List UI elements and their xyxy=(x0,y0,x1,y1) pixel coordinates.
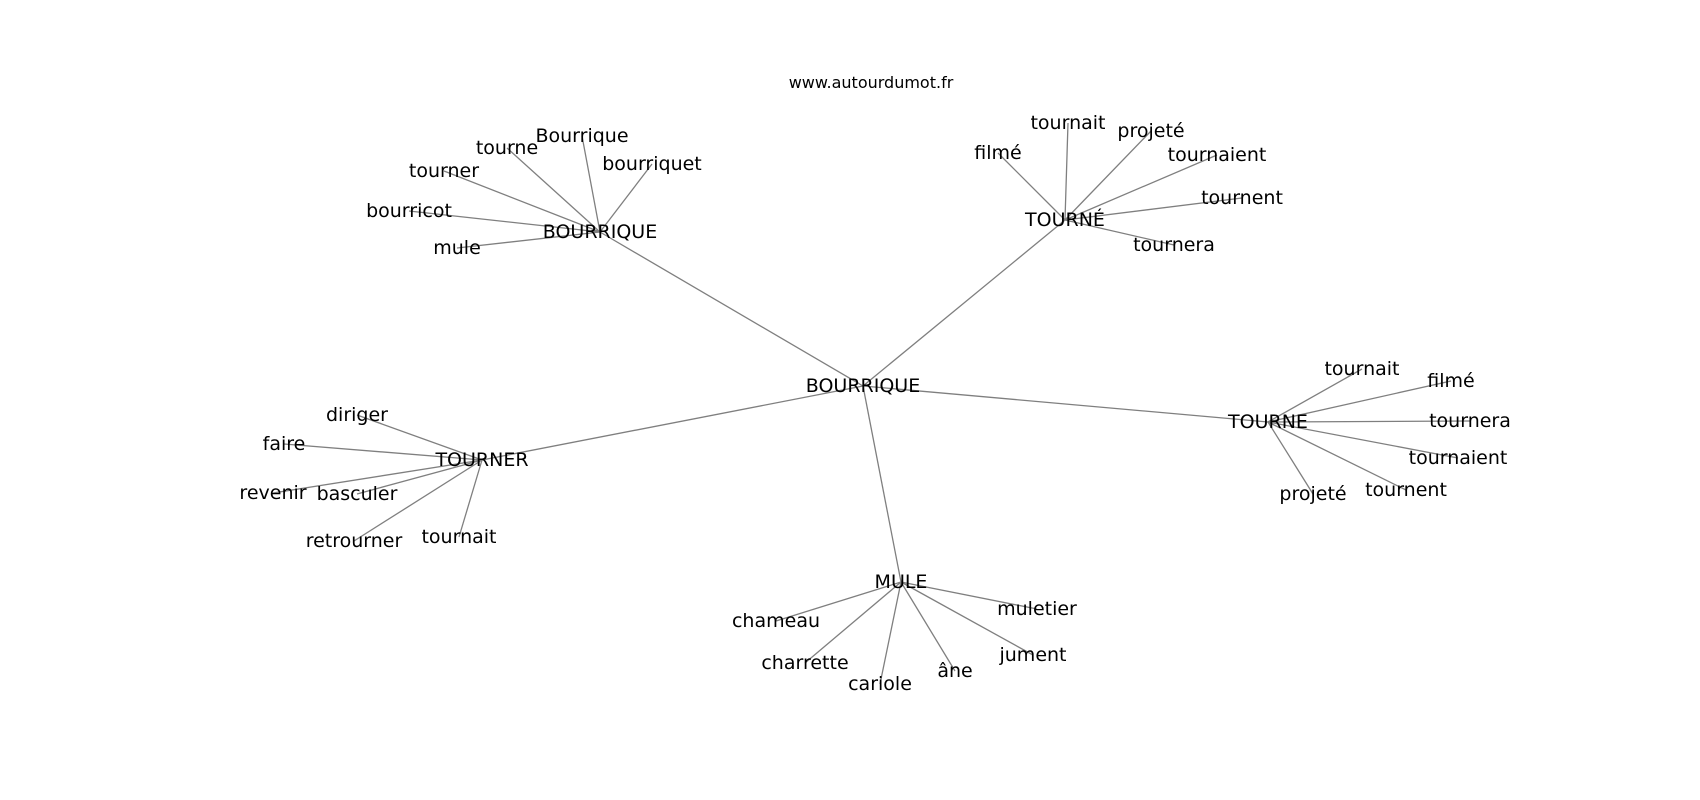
center-node-label: BOURRIQUE xyxy=(806,375,920,397)
leaf-node-label: tournent xyxy=(1201,187,1283,209)
leaf-node-label: basculer xyxy=(317,483,398,505)
leaf-node-label: bourricot xyxy=(366,200,452,222)
graph-edges xyxy=(272,122,1471,685)
leaf-node-label: projeté xyxy=(1117,120,1184,142)
edge-center-to-hub xyxy=(862,385,1269,423)
edge-hub-to-leaf xyxy=(1064,219,1175,246)
leaf-node-label: jument xyxy=(998,644,1066,666)
leaf-node-label: revenir xyxy=(239,482,306,504)
edge-hub-to-leaf xyxy=(353,459,483,542)
leaf-node-label: tournait xyxy=(1030,112,1105,134)
edge-hub-to-leaf xyxy=(775,581,902,622)
leaf-node-label: tournait xyxy=(1324,358,1399,380)
leaf-node-label: projeté xyxy=(1279,483,1346,505)
hub-node-label: TOURNÉ xyxy=(1024,208,1105,231)
leaf-node-label: tournera xyxy=(1133,234,1215,256)
edge-hub-to-leaf xyxy=(1267,421,1459,459)
edge-hub-to-leaf xyxy=(900,581,1038,610)
edge-hub-to-leaf xyxy=(1064,130,1152,221)
leaf-node-label: filmé xyxy=(974,142,1021,164)
edge-hub-to-leaf xyxy=(356,459,483,495)
edge-center-to-hub xyxy=(862,385,902,583)
leaf-node-label: tourne xyxy=(476,137,538,159)
edge-center-to-hub xyxy=(862,219,1066,387)
edge-hub-to-leaf xyxy=(1267,421,1314,495)
leaf-node-label: charrette xyxy=(761,652,848,674)
edge-hub-to-leaf xyxy=(506,147,601,233)
edge-hub-to-leaf xyxy=(1267,420,1471,423)
leaf-node-label: chameau xyxy=(732,610,820,632)
leaf-node-label: tournera xyxy=(1429,410,1511,432)
edge-hub-to-leaf xyxy=(900,581,956,672)
edge-hub-to-leaf xyxy=(599,163,653,233)
edge-hub-to-leaf xyxy=(804,581,902,664)
leaf-node-label: filmé xyxy=(1427,370,1474,392)
edge-hub-to-leaf xyxy=(900,581,1034,656)
edge-hub-to-leaf xyxy=(1267,380,1452,423)
leaf-node-label: mule xyxy=(433,237,481,259)
leaf-node-label: âne xyxy=(937,660,972,682)
edge-hub-to-leaf xyxy=(443,170,601,233)
edge-hub-to-leaf xyxy=(581,135,601,233)
leaf-node-label: faire xyxy=(263,433,306,455)
leaf-node-label: muletier xyxy=(997,598,1077,620)
hub-node-label: BOURRIQUE xyxy=(543,221,657,243)
edge-hub-to-leaf xyxy=(283,443,483,461)
edge-hub-to-leaf xyxy=(997,152,1066,221)
edge-center-to-hub xyxy=(599,231,864,387)
leaf-node-label: Bourrique xyxy=(535,125,628,147)
hub-node-label: TOURNER xyxy=(434,449,528,471)
edge-center-to-hub xyxy=(481,385,864,461)
edge-hub-to-leaf xyxy=(458,459,483,538)
site-credit: www.autourdumot.fr xyxy=(789,73,954,92)
hub-node-label: TOURNE xyxy=(1227,411,1308,433)
leaf-node-label: tournent xyxy=(1365,479,1447,501)
edge-hub-to-leaf xyxy=(1064,122,1069,221)
leaf-node-label: retrourner xyxy=(306,530,403,552)
leaf-node-label: tourner xyxy=(409,160,479,182)
leaf-node-label: tournait xyxy=(421,526,496,548)
leaf-node-label: tournaient xyxy=(1168,144,1267,166)
edge-hub-to-leaf xyxy=(1064,197,1243,221)
edge-hub-to-leaf xyxy=(356,414,483,461)
edge-hub-to-leaf xyxy=(272,459,483,494)
edge-hub-to-leaf xyxy=(1064,154,1218,221)
edge-hub-to-leaf xyxy=(879,581,902,685)
edge-hub-to-leaf xyxy=(408,210,601,233)
edge-hub-to-leaf xyxy=(1267,421,1407,491)
hub-node-label: MULE xyxy=(875,571,928,593)
leaf-node-label: bourriquet xyxy=(602,153,702,175)
leaf-node-label: cariole xyxy=(848,673,912,695)
leaf-node-label: diriger xyxy=(326,404,388,426)
leaf-node-label: tournaient xyxy=(1409,447,1508,469)
edge-hub-to-leaf xyxy=(1267,368,1363,423)
edge-hub-to-leaf xyxy=(456,231,601,249)
